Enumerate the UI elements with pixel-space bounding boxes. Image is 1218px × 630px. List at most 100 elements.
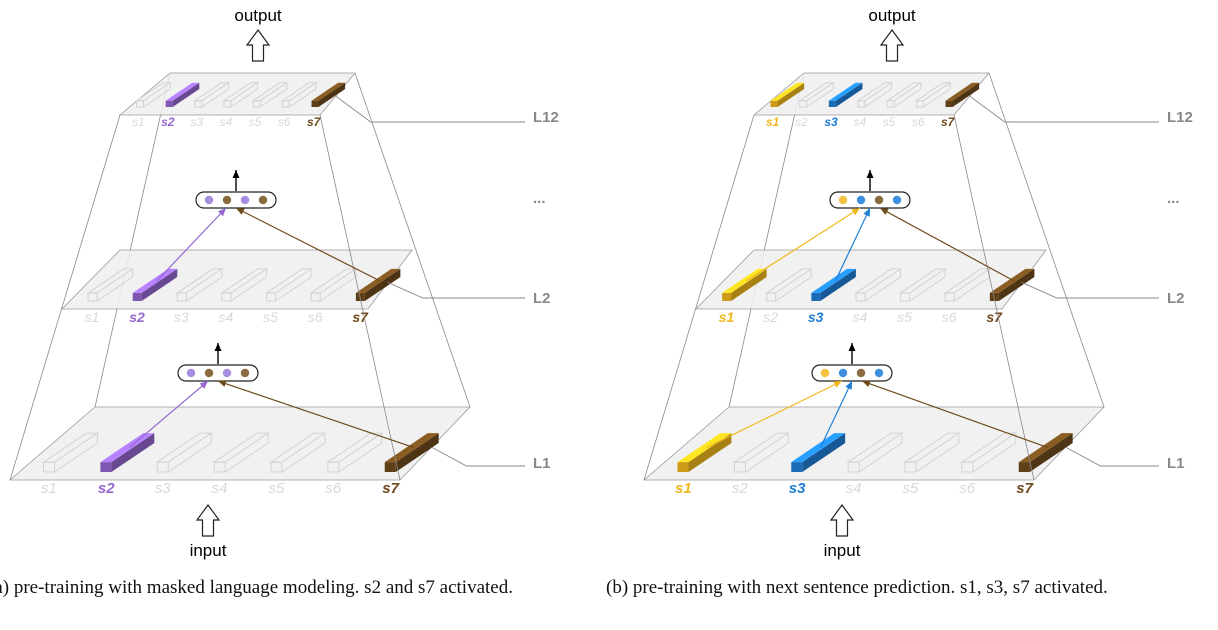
layer-label-0: L12 <box>533 109 559 126</box>
segment-bar <box>828 82 863 107</box>
pool-l2 <box>156 170 381 282</box>
pool-dot <box>186 368 196 378</box>
segment-label-s4: s4 <box>852 309 867 325</box>
segment-label-s1: s1 <box>41 480 57 497</box>
arrow-head <box>236 208 245 215</box>
segment-bar <box>914 82 952 108</box>
segment-label-s2: s2 <box>129 309 145 325</box>
segment-label-s2: s2 <box>732 480 749 497</box>
input-label: input <box>190 541 227 560</box>
segment-label-s1: s1 <box>132 115 145 129</box>
segment-bar <box>280 82 318 108</box>
segment-label-s1: s1 <box>719 309 735 325</box>
segment-bar <box>132 268 178 301</box>
segment-label-s3: s3 <box>789 480 806 497</box>
pool-dot <box>874 195 884 205</box>
segment-bar <box>264 268 313 302</box>
pool-dot <box>856 195 866 205</box>
frame-line <box>9 114 121 481</box>
segment-bar <box>898 268 947 302</box>
attention-arrow <box>217 380 415 449</box>
pool-dot <box>838 195 848 205</box>
segment-label-s6: s6 <box>912 115 925 129</box>
pool-l1 <box>706 343 1049 449</box>
segment-label-s3: s3 <box>155 480 172 497</box>
segment-label-s6: s6 <box>325 480 342 497</box>
segment-bar <box>943 268 992 302</box>
pool-dot <box>258 195 268 205</box>
pool-dot <box>892 195 902 205</box>
segment-label-s6: s6 <box>278 115 291 129</box>
segment-bar <box>791 433 846 472</box>
segment-bar <box>269 432 327 473</box>
layer-label-0: L12 <box>1167 109 1193 126</box>
output-label: output <box>868 6 916 25</box>
layer-leader-line <box>431 446 525 467</box>
segment-bar <box>86 268 135 302</box>
segment-label-s4: s4 <box>218 309 233 325</box>
layer-plane <box>695 249 1047 310</box>
pool-dot <box>204 195 214 205</box>
arrow-head <box>863 208 870 217</box>
pool-l1 <box>129 343 415 449</box>
arrow-head <box>217 208 226 217</box>
arrow-head <box>845 381 852 390</box>
input-arrow-icon <box>195 503 221 537</box>
segment-bar <box>384 433 439 472</box>
frame-line <box>319 114 401 481</box>
segment-label-s3: s3 <box>808 309 824 325</box>
segment-label-s5: s5 <box>269 480 286 497</box>
attention-arrow <box>235 207 381 282</box>
segment-label-s7: s7 <box>941 115 956 129</box>
layer-leader-line <box>335 95 525 123</box>
segment-bar <box>732 432 790 473</box>
segment-bar <box>311 82 346 107</box>
layer-label-2: L2 <box>1167 290 1185 307</box>
segment-bar <box>677 433 732 472</box>
frame-line <box>728 72 805 408</box>
layer-leader-line <box>969 95 1159 123</box>
arrow-head <box>214 343 222 351</box>
segment-label-s5: s5 <box>883 115 896 129</box>
frame-line <box>354 72 471 408</box>
output-arrow-icon <box>245 28 271 62</box>
segment-bar <box>989 268 1035 301</box>
input-arrow-icon <box>829 503 855 537</box>
segment-label-s6: s6 <box>942 309 957 325</box>
segment-label-s4: s4 <box>846 480 862 497</box>
segment-bar <box>212 432 270 473</box>
segment-bar <box>960 432 1018 473</box>
segment-bar <box>165 82 200 107</box>
layer-label-2: L2 <box>533 290 551 307</box>
frame-line <box>953 114 1035 481</box>
attention-arrow <box>819 380 853 448</box>
layer-plane <box>752 72 990 116</box>
attention-arrow <box>861 380 1049 449</box>
arrow-head <box>848 343 856 351</box>
attention-arrow <box>879 207 1015 282</box>
layer-label-1: ... <box>1167 190 1180 207</box>
layer-label-3: L1 <box>1167 455 1185 472</box>
segment-bar <box>326 432 384 473</box>
pool-dot <box>838 368 848 378</box>
segment-bar <box>945 82 980 107</box>
segment-bar <box>100 433 155 472</box>
segment-bar <box>155 432 213 473</box>
segment-bar <box>193 82 231 108</box>
caption-a: (a) pre-training with masked language mo… <box>0 577 513 598</box>
attention-arrow <box>834 207 871 282</box>
segment-label-s2: s2 <box>763 309 778 325</box>
segment-label-s1: s1 <box>85 309 100 325</box>
arrow-head <box>851 208 860 216</box>
segment-bar <box>251 82 289 108</box>
pool-dot <box>874 368 884 378</box>
segment-label-s5: s5 <box>249 115 262 129</box>
segment-bar <box>1018 433 1073 472</box>
attention-arrow <box>129 380 209 449</box>
frame-line <box>643 114 755 481</box>
segment-label-s7: s7 <box>986 309 1003 325</box>
